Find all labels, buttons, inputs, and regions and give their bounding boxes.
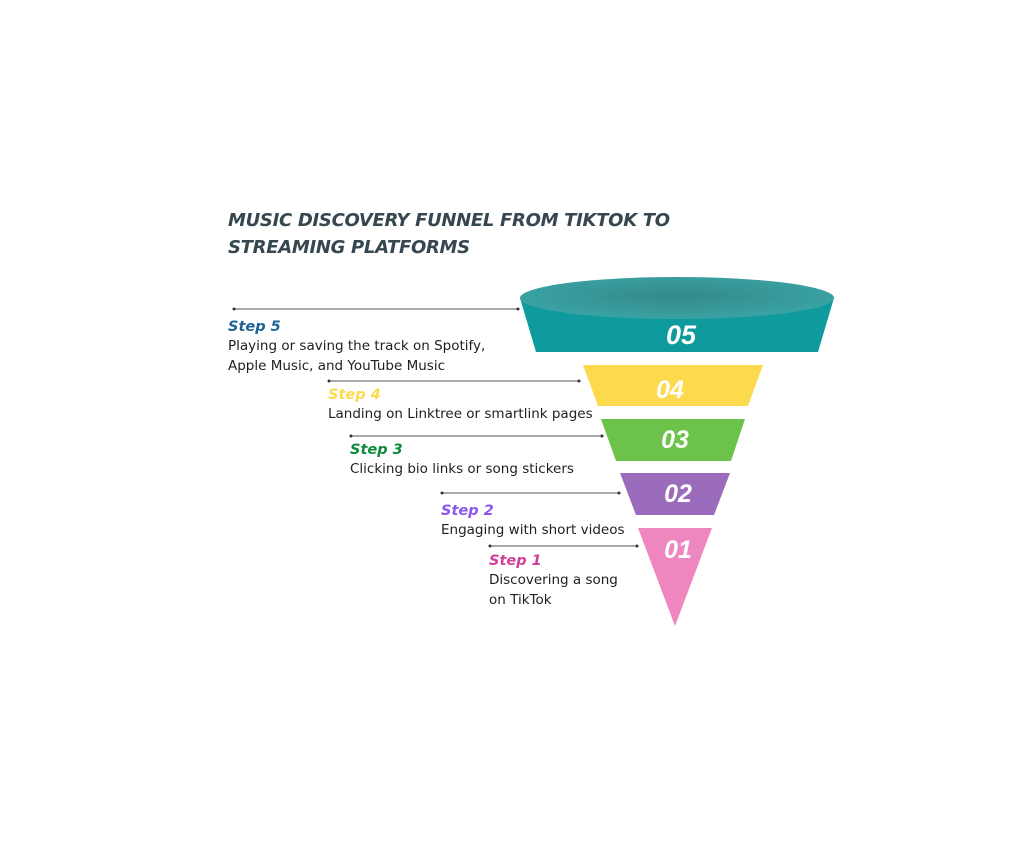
title-line-1: MUSIC DISCOVERY FUNNEL FROM TIKTOK TO <box>228 210 670 231</box>
funnel-segment-01: 01 <box>638 528 712 626</box>
step-2-description: Engaging with short videos <box>441 522 625 538</box>
title-line-2: STREAMING PLATFORMS <box>228 237 470 258</box>
funnel-segment-04: 04 <box>583 365 763 406</box>
step-1-annotation: Step 1 Discovering a song on TikTok <box>489 552 618 610</box>
page-title: MUSIC DISCOVERY FUNNEL FROM TIKTOK TO ST… <box>228 207 698 261</box>
step-5-label: Step 5 <box>228 319 281 335</box>
step-4-annotation: Step 4 Landing on Linktree or smartlink … <box>328 386 593 425</box>
step-1-description-line-1: Discovering a song <box>489 572 618 588</box>
funnel-segment-02: 02 <box>620 473 730 515</box>
step-5-description-line-1: Playing or saving the track on Spotify, <box>228 338 486 354</box>
step-3-label: Step 3 <box>350 442 403 458</box>
step-4-label: Step 4 <box>328 387 381 403</box>
step-1-description-line-2: on TikTok <box>489 591 552 608</box>
funnel-segment-05: 05 <box>520 277 834 352</box>
step-5-annotation: Step 5 Playing or saving the track on Sp… <box>228 318 485 376</box>
funnel-segment-03: 03 <box>601 419 745 461</box>
segment-number-01: 01 <box>664 536 692 564</box>
step-3-annotation: Step 3 Clicking bio links or song sticke… <box>350 441 574 480</box>
segment-number-03: 03 <box>661 426 689 454</box>
step-2-annotation: Step 2 Engaging with short videos <box>441 502 625 541</box>
step-1-label: Step 1 <box>489 553 542 569</box>
segment-number-02: 02 <box>664 480 692 508</box>
segment-number-04: 04 <box>656 376 684 404</box>
step-5-description-line-2: Apple Music, and YouTube Music <box>228 357 446 374</box>
segment-number-05: 05 <box>666 320 697 350</box>
step-3-description: Clicking bio links or song stickers <box>350 461 574 477</box>
step-2-label: Step 2 <box>441 503 494 519</box>
step-4-description: Landing on Linktree or smartlink pages <box>328 406 593 422</box>
